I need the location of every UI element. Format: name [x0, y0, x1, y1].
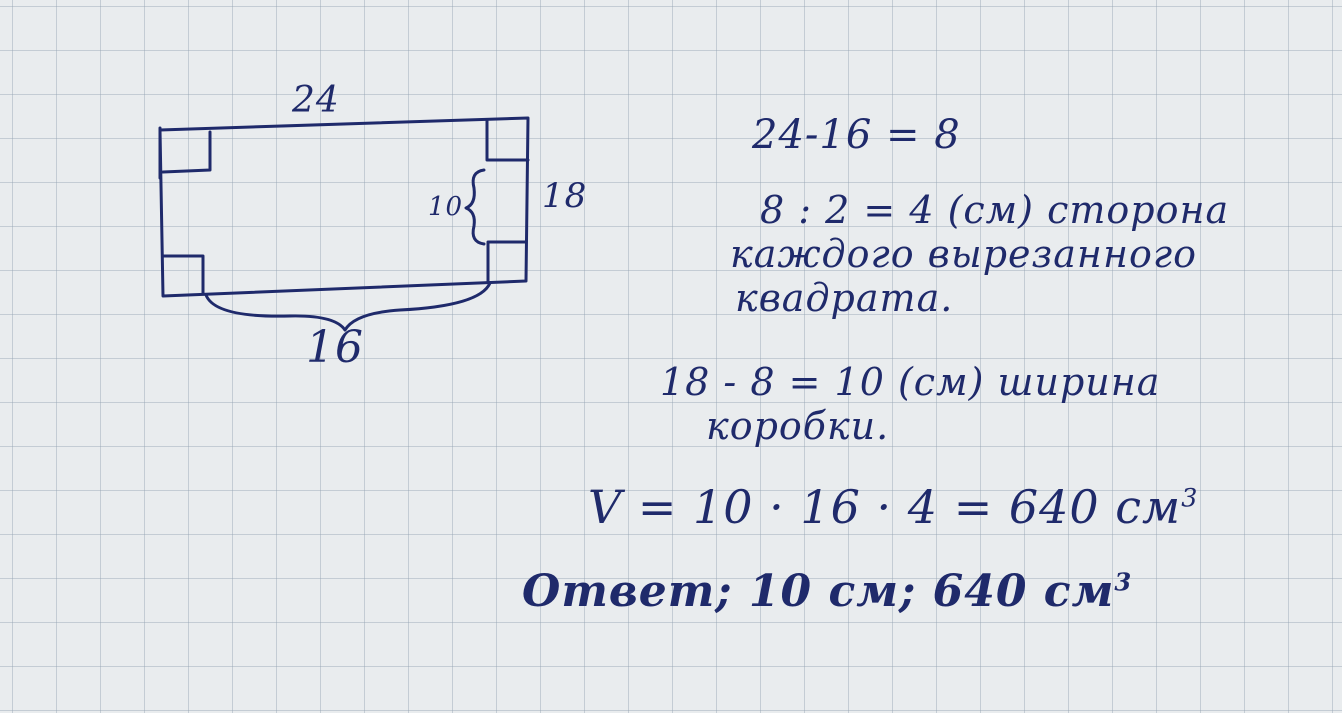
- bottom-brace: [204, 281, 492, 332]
- answer-text: Ответ; 10 см; 640 см: [522, 566, 1115, 617]
- volume-unit-exponent: 3: [1181, 483, 1199, 513]
- label-inner-width: 10: [428, 192, 464, 222]
- solution-line-4: квадрата.: [735, 276, 954, 320]
- solution-line-3: каждого вырезанного: [730, 232, 1197, 276]
- outer-rectangle: [158, 116, 530, 298]
- corner-square-top-left: [161, 130, 212, 174]
- answer-unit-exponent: 3: [1114, 567, 1133, 597]
- solution-line-7: V = 10 · 16 · 4 = 640 см3: [588, 480, 1198, 534]
- corner-square-bottom-left: [161, 254, 205, 296]
- solution-line-1: 24-16 = 8: [752, 112, 961, 158]
- corner-square-top-right: [485, 118, 530, 162]
- answer-line: Ответ; 10 см; 640 см3: [522, 566, 1132, 617]
- label-top-length: 24: [292, 80, 340, 121]
- label-bottom-length: 16: [306, 322, 364, 373]
- solution-line-6: коробки.: [706, 404, 890, 448]
- solution-line-2: 8 : 2 = 4 (см) сторона: [760, 188, 1230, 232]
- solution-line-5: 18 - 8 = 10 (см) ширина: [660, 360, 1161, 404]
- label-right-width: 18: [542, 176, 588, 216]
- inner-brace: [464, 168, 486, 246]
- corner-square-bottom-right: [486, 240, 528, 284]
- volume-formula: V = 10 · 16 · 4 = 640 см: [588, 480, 1182, 534]
